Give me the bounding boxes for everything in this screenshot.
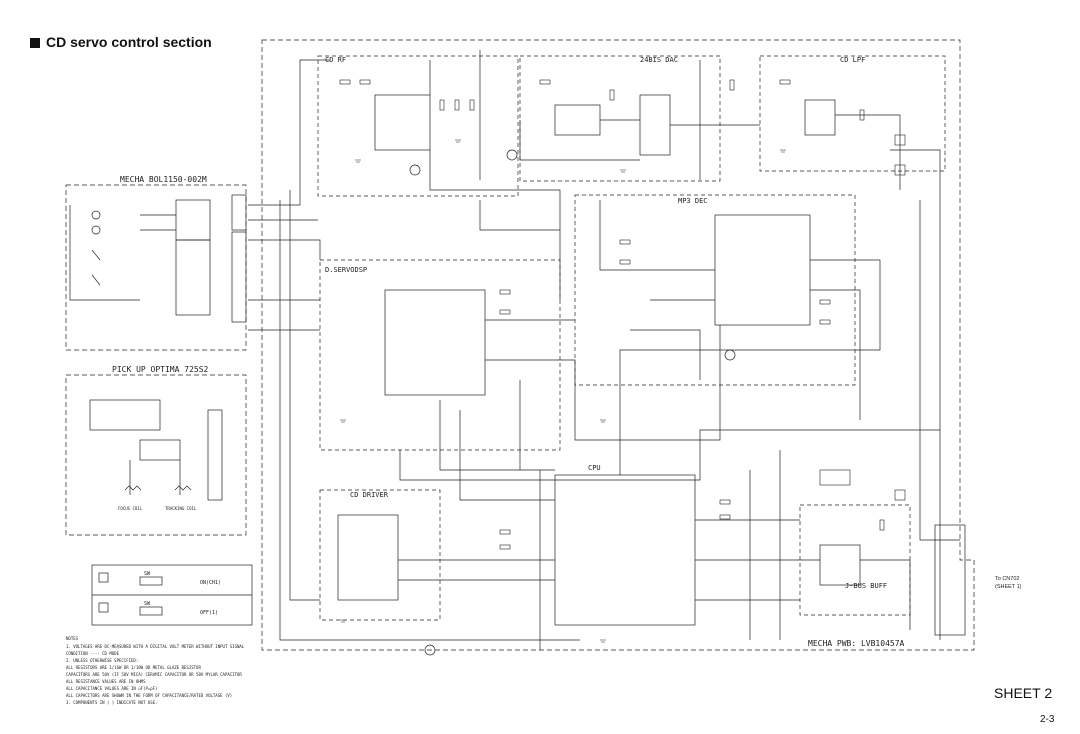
cd-driver-ic (337, 514, 399, 601)
dac-ic-2 (639, 94, 671, 156)
connector-to: To CN702 (995, 576, 1019, 582)
cd-lpf-box (759, 55, 946, 172)
note-line: CONDITION ---- CD MODE (66, 651, 120, 656)
page-title: CD servo control section (30, 34, 212, 50)
pickup-box (65, 374, 247, 536)
label-tracking-coil: TRACKING COIL (165, 506, 197, 511)
label-jbus-buff: J-BUS BUFF (845, 582, 887, 590)
cpu-ic (554, 474, 696, 626)
label-mp3-dec: MP3 DEC (678, 197, 708, 205)
title-square-icon (30, 38, 40, 48)
sheet-label: SHEET 2 (994, 685, 1053, 701)
label-servo-dsp: D.SERVODSP (325, 266, 367, 274)
note-line: 2. UNLESS OTHERWISE SPECIFIED: (66, 658, 138, 663)
label-24bit-dac: 24BIS DAC (640, 56, 678, 64)
legend-on: ON(CH1) (200, 580, 221, 586)
legend-label-top: SW (144, 571, 151, 577)
label-focus-coil: FOCUS COIL (118, 506, 143, 511)
note-line: ALL CAPACITORS ARE SHOWN IN THE FORM OF … (66, 693, 232, 698)
mecha-box (65, 184, 247, 351)
note-line: 3. COMPONENTS IN ( ) INDICATE NOT USE. (66, 700, 158, 705)
legend-label-bottom: SW (144, 601, 151, 607)
label-cd-driver: CD DRIVER (350, 491, 389, 499)
label-cd-lpf: CD LPF (840, 56, 865, 64)
note-line: ALL RESISTANCE VALUES ARE IN OHMS (66, 679, 146, 684)
main-board-border (261, 39, 975, 651)
cd-driver-box (319, 489, 441, 621)
dac-ic (554, 104, 601, 136)
cd-rf-box (317, 55, 519, 197)
mp3-dec-ic (714, 214, 811, 326)
cd-rf-ic (374, 94, 431, 151)
lpf-opamp (804, 99, 836, 136)
label-mecha: MECHA BOL1150-002M (120, 175, 207, 184)
page-number: 2-3 (1040, 714, 1055, 725)
notes-heading: NOTES (66, 636, 79, 641)
note-line: CAPACITORS ARE 50V (IF 50V MICA) CERAMIC… (66, 672, 242, 677)
label-mecha-pwb: MECHA PWB: LVB10457A (808, 639, 905, 648)
legend-off: OFF(1) (200, 610, 218, 616)
note-line: 1. VOLTAGES ARE DC-MEASURED WITH A DIGIT… (66, 644, 245, 649)
label-cd-rf: CD RF (325, 56, 346, 64)
jbus-ic (819, 544, 861, 586)
label-cpu: CPU (588, 464, 601, 472)
note-line: ALL RESISTORS ARE 1/16W OR 1/10W OR META… (66, 665, 201, 670)
connector-sheet: (SHEET 1) (995, 584, 1022, 590)
dac-box (519, 55, 721, 182)
label-pickup: PICK UP OPTIMA 725S2 (112, 365, 209, 374)
note-line: ALL CAPACITANCE VALUES ARE IN uF(P=pF) (66, 686, 158, 691)
servo-dsp-ic (384, 289, 486, 396)
